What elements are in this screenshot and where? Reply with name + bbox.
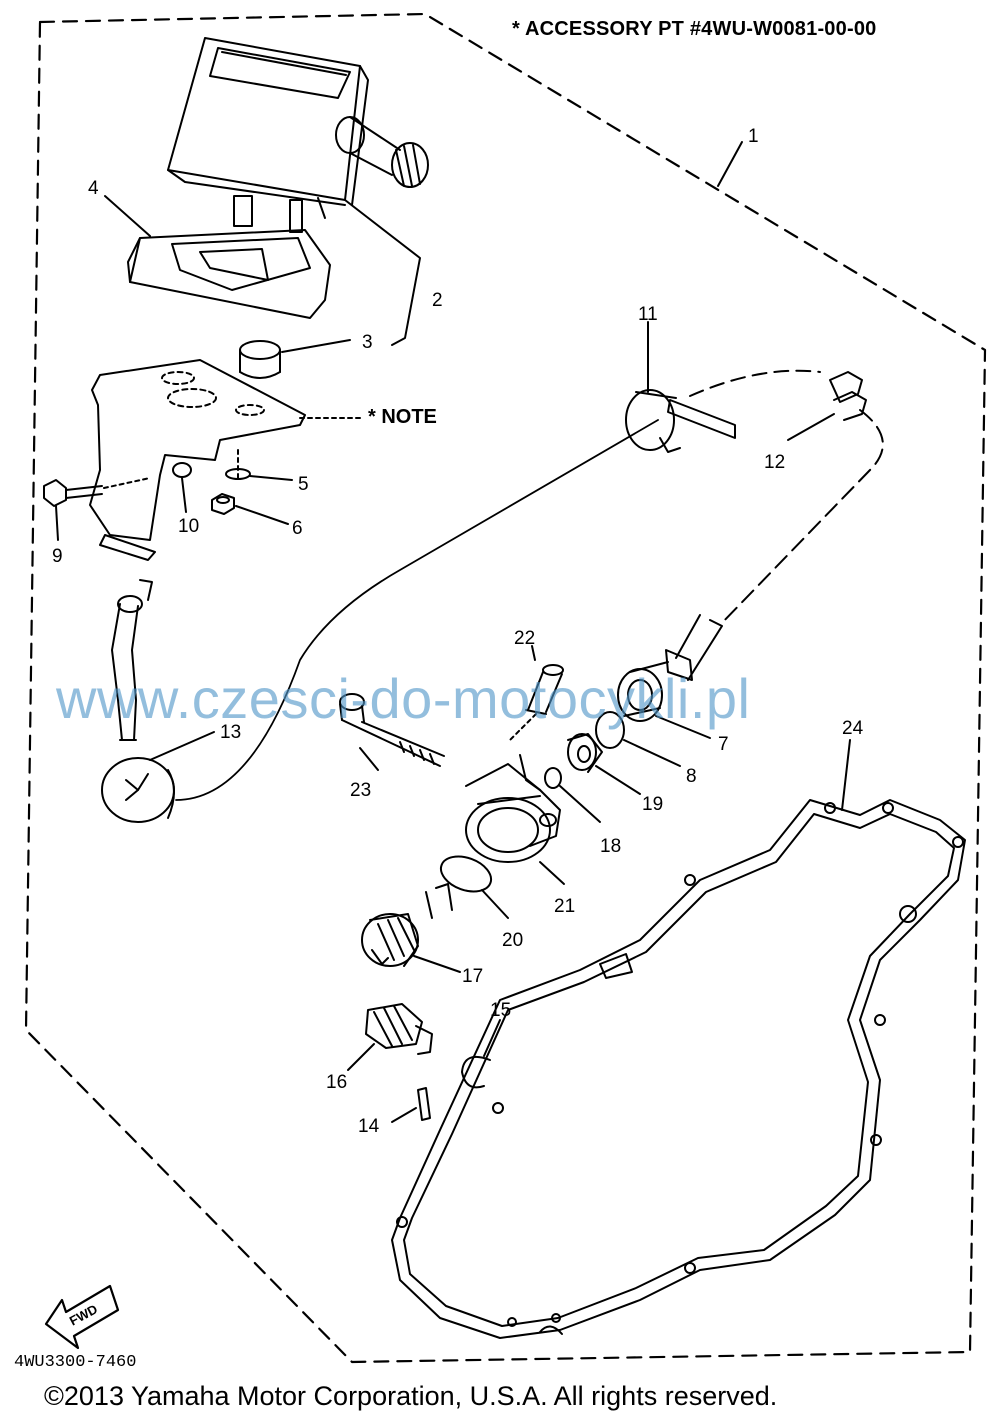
leader-1 [717, 141, 743, 187]
leader-10 [181, 477, 187, 513]
callout-6: 6 [292, 518, 303, 539]
callout-19: 19 [642, 794, 663, 815]
callout-8: 8 [686, 766, 697, 787]
note-label: * NOTE [368, 406, 437, 428]
callout-11: 11 [638, 304, 658, 325]
callout-15: 15 [490, 1000, 511, 1021]
callout-13: 13 [220, 722, 241, 743]
bolt-9 [43, 479, 103, 507]
leader-22 [531, 645, 536, 661]
callout-2: 2 [432, 290, 443, 311]
leader-18 [559, 785, 601, 823]
nut-6 [211, 493, 235, 515]
leader-12 [787, 413, 835, 441]
cable-tie-11 [625, 389, 736, 453]
speedometer-unit [167, 37, 429, 233]
leader-5 [249, 475, 293, 481]
leader-17 [413, 955, 461, 973]
speedometer-cable [101, 419, 659, 823]
callout-7: 7 [718, 734, 729, 755]
leader-24 [841, 739, 851, 811]
callout-labels: 1 2 3 4 5 6 7 8 9 10 11 12 13 14 15 16 1… [52, 126, 864, 1329]
callout-14: 14 [358, 1116, 380, 1137]
leader-13 [149, 731, 215, 761]
callout-3: 3 [362, 332, 373, 353]
callout-16: 16 [326, 1072, 347, 1093]
callout-18: 18 [600, 836, 621, 857]
leader-6 [235, 505, 289, 525]
washer-10 [172, 462, 192, 478]
leader-19 [595, 765, 641, 795]
callout-17: 17 [462, 966, 483, 987]
watermark: www.czesci-do-motocykli.pl [56, 667, 751, 730]
callout-24: 24 [842, 718, 864, 739]
driven-gear-17 [361, 883, 453, 967]
leader-14 [391, 1107, 417, 1123]
leader-9 [55, 505, 59, 541]
callout-20: 20 [502, 930, 523, 951]
leader-21 [539, 861, 565, 885]
washer-18 [544, 767, 562, 789]
leader-3 [281, 339, 351, 353]
callout-12: 12 [764, 452, 785, 473]
o-ring-20 [439, 855, 493, 893]
callout-21: 21 [554, 896, 575, 917]
damper-pad [127, 229, 331, 319]
callout-1: 1 [748, 126, 759, 147]
crankcase-gasket-24 [391, 799, 966, 1339]
grommet [239, 340, 281, 379]
leader-20 [481, 889, 509, 919]
clamp-12 [829, 371, 867, 421]
gear-16 [365, 1003, 433, 1055]
copyright-text: ©2013 Yamaha Motor Corporation, U.S.A. A… [44, 1381, 778, 1411]
callout-4: 4 [88, 178, 99, 199]
drive-shaft-7 [617, 614, 723, 722]
o-ring-8 [595, 711, 625, 749]
leader-7 [655, 715, 711, 739]
gear-housing-21 [465, 754, 561, 863]
leader-16 [347, 1043, 375, 1071]
leader-4 [104, 195, 151, 237]
screw-22 [525, 664, 564, 715]
circlip-15 [461, 1056, 491, 1089]
diagram-code: 4WU3300-7460 [14, 1353, 137, 1372]
pin-14 [417, 1087, 431, 1121]
fwd-arrow-icon [44, 1284, 120, 1350]
leader-2 [344, 199, 421, 346]
callout-9: 9 [52, 546, 63, 567]
leader-8 [623, 739, 681, 767]
callout-10: 10 [178, 516, 199, 537]
callout-22: 22 [514, 628, 535, 649]
callout-23: 23 [350, 780, 371, 801]
bolt-23 [339, 693, 445, 767]
oil-seal-19 [567, 733, 603, 773]
leader-15 [483, 1019, 501, 1057]
accessory-header: * ACCESSORY PT #4WU-W0081-00-00 [512, 18, 877, 40]
leader-23 [359, 747, 379, 771]
callout-5: 5 [298, 474, 309, 495]
